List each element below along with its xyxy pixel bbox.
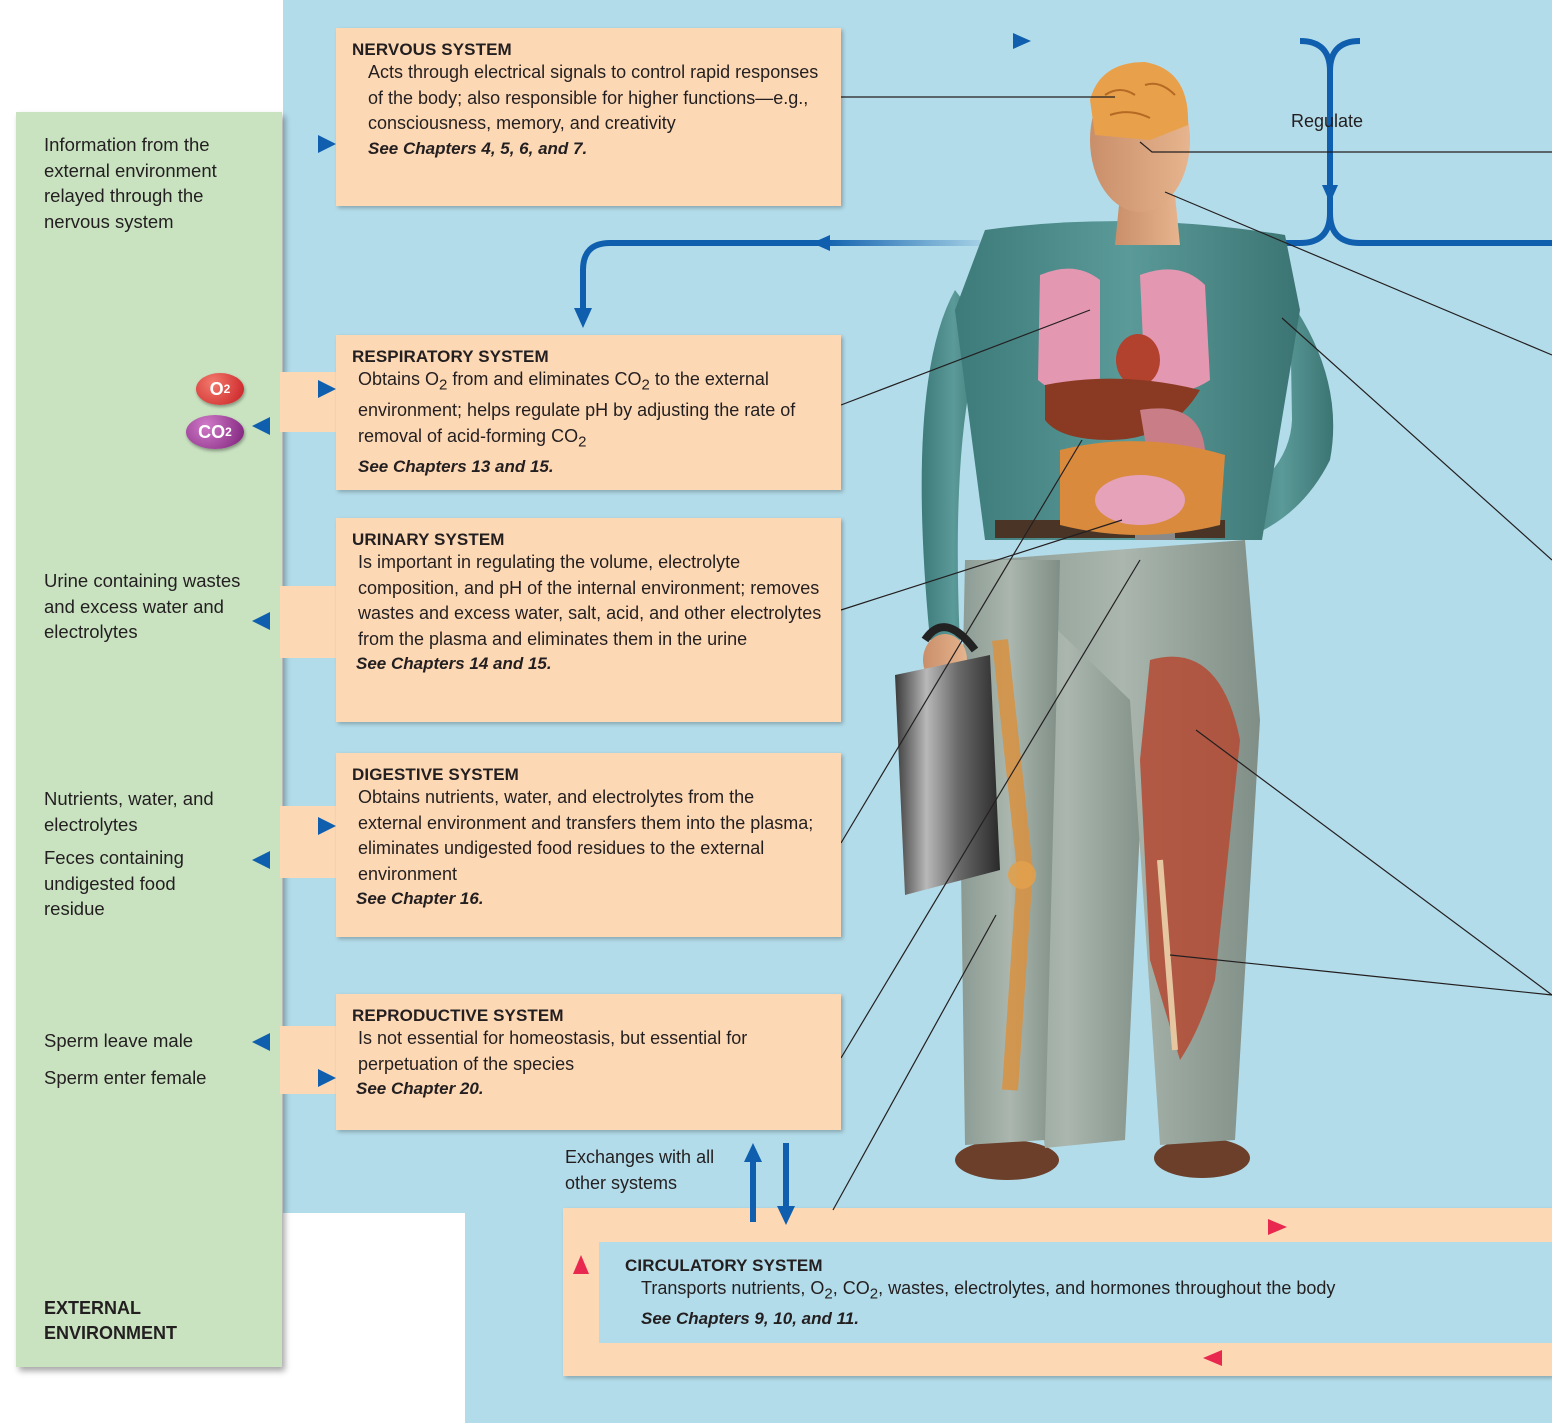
urinary-system-ref: See Chapters 14 and 15.	[356, 654, 552, 673]
arrow-left-icon	[252, 851, 270, 869]
arrow-left-icon	[1203, 1350, 1222, 1366]
arrow-right-icon	[318, 380, 336, 398]
reproductive-system-desc: Is not essential for homeostasis, but es…	[358, 1028, 748, 1074]
arrow-down-icon	[1322, 185, 1338, 203]
reproductive-system-title: REPRODUCTIVE SYSTEM	[352, 1006, 564, 1025]
env-nutrients-text: Nutrients, water, and electrolytes	[44, 788, 214, 835]
human-figure-illustration	[895, 62, 1334, 1180]
arrow-right-icon	[318, 1069, 336, 1087]
env-feces-text: Feces containing undigested food residue	[44, 847, 184, 919]
urinary-system-desc: Is important in regulating the volume, e…	[358, 552, 822, 649]
arrow-right-icon	[1268, 1219, 1287, 1235]
arrow-left-icon	[252, 612, 270, 630]
circulatory-system-title: CIRCULATORY SYSTEM	[625, 1256, 823, 1275]
external-environment-title: EXTERNAL ENVIRONMENT	[44, 1298, 178, 1343]
urinary-system-box: URINARY SYSTEM Is important in regulatin…	[336, 518, 841, 722]
exchange-arrows	[744, 1143, 795, 1225]
arrow-down-icon	[777, 1206, 795, 1225]
leader-lines	[832, 96, 1552, 1211]
circulatory-inner	[599, 1242, 1552, 1343]
arrow-right-icon	[318, 817, 336, 835]
regulate-bracket	[860, 33, 1552, 246]
nervous-system-box: NERVOUS SYSTEM Acts through electrical s…	[336, 28, 841, 206]
regulate-label: Regulate	[1291, 111, 1364, 131]
nervous-system-title: NERVOUS SYSTEM	[352, 40, 512, 59]
respiratory-system-ref: See Chapters 13 and 15.	[358, 456, 554, 476]
digestive-stub	[280, 806, 336, 878]
circulatory-flow-arrows	[573, 1219, 1287, 1366]
external-environment-panel	[16, 112, 282, 1367]
env-sperm-enter-text: Sperm enter female	[44, 1067, 207, 1088]
panel-notch	[283, 1213, 465, 1423]
exchanges-label: Exchanges with all other systems	[565, 1147, 715, 1193]
arrow-left-icon	[252, 417, 270, 435]
regulate-arrow-to-respiratory	[574, 235, 980, 328]
nervous-system-ref: See Chapters 4, 5, 6, and 7.	[368, 138, 588, 158]
digestive-system-title: DIGESTIVE SYSTEM	[352, 765, 519, 784]
environment-arrows	[252, 135, 336, 1087]
arrow-left-icon	[252, 1033, 270, 1051]
arrow-down-icon	[574, 308, 592, 328]
circulatory-system-desc: Transports nutrients, O2, CO2, wastes, e…	[641, 1278, 1336, 1303]
arrow-left-icon	[812, 235, 830, 251]
respiratory-stub	[280, 372, 336, 432]
urinary-system-title: URINARY SYSTEM	[352, 530, 505, 549]
respiratory-system-title: RESPIRATORY SYSTEM	[352, 347, 549, 366]
env-info-text: Information from the external environmen…	[44, 134, 217, 232]
arrow-right-icon	[318, 135, 336, 153]
env-urine-text: Urine containing wastes and excess water…	[44, 570, 241, 642]
nervous-system-desc: Acts through electrical signals to contr…	[368, 62, 819, 133]
reproductive-system-box: REPRODUCTIVE SYSTEM Is not essential for…	[336, 994, 841, 1130]
respiratory-system-desc: Obtains O2 from and eliminates CO2 to th…	[358, 369, 796, 451]
env-sperm-leave-text: Sperm leave male	[44, 1030, 194, 1051]
digestive-system-ref: See Chapter 16.	[356, 889, 484, 908]
reproductive-system-ref: See Chapter 20.	[356, 1079, 484, 1098]
respiratory-system-box: RESPIRATORY SYSTEM Obtains O2 from and e…	[336, 335, 841, 490]
digestive-system-desc: Obtains nutrients, water, and electrolyt…	[358, 787, 814, 884]
arrow-up-icon	[573, 1255, 589, 1274]
circulatory-system-box: CIRCULATORY SYSTEM Transports nutrients,…	[625, 1256, 1545, 1331]
digestive-system-box: DIGESTIVE SYSTEM Obtains nutrients, wate…	[336, 753, 841, 937]
circulatory-system-ref: See Chapters 9, 10, and 11.	[641, 1309, 859, 1329]
arrow-right-icon	[1013, 33, 1031, 49]
arrow-up-icon	[744, 1143, 762, 1162]
